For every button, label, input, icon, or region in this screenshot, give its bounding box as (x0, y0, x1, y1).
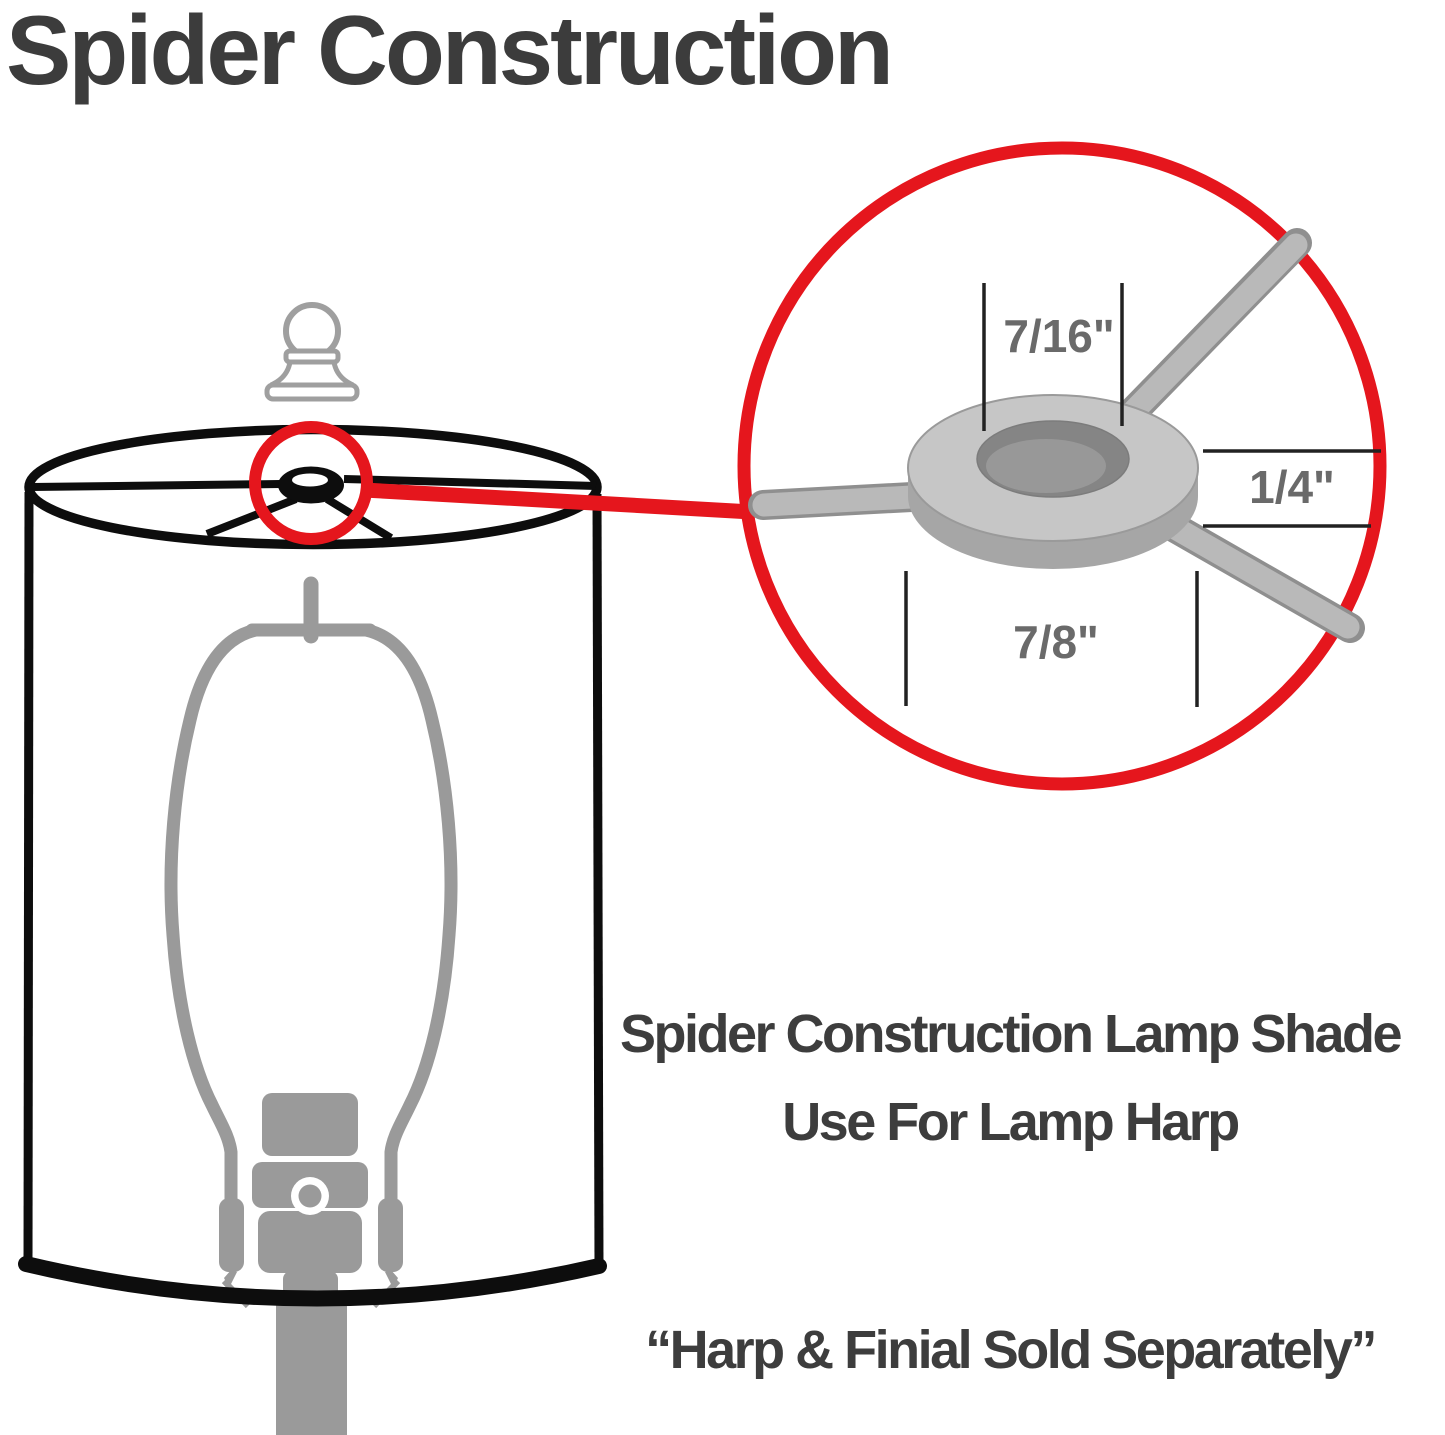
finial-base (264, 382, 360, 402)
shade-wall-left (23, 491, 34, 1269)
harp-clamp-right (378, 1198, 403, 1272)
shade-bottom-rim (18, 1256, 607, 1307)
spider-hub-hole (292, 473, 328, 487)
spider-arm-left (31, 480, 281, 491)
lamp-shade-figure (18, 302, 753, 1435)
lamp-pipe (276, 1300, 347, 1435)
finial-icon (264, 302, 360, 402)
spider-arm-right (343, 475, 597, 490)
spider-washer (907, 394, 1199, 569)
washer-arm-upper-right (1113, 233, 1308, 432)
caption-note: “Harp & Finial Sold Separately” (645, 1320, 1377, 1380)
finial-skirt (269, 359, 355, 388)
dimension-lines (904, 283, 1381, 707)
socket-body (258, 1211, 362, 1273)
harp-arm-right (359, 623, 458, 1212)
lamp-socket (252, 1093, 368, 1435)
shade-wall-right (592, 493, 604, 1271)
callout-highlight-circle (249, 421, 373, 545)
washer-arm-left (752, 484, 942, 517)
spider-arm-lower-left (205, 495, 298, 538)
harp-clamp-left (219, 1198, 244, 1272)
harp (164, 576, 458, 1212)
caption-line-1: Spider Construction Lamp Shade (619, 1004, 1403, 1064)
caption-block: Spider Construction Lamp Shade Use For L… (575, 990, 1445, 1394)
magnifier-detail: 7/16" 1/4" 7/8" (737, 141, 1387, 791)
caption-line-2: Use For Lamp Harp (782, 1092, 1240, 1152)
dim-label-ring-thickness: 1/4" (1249, 461, 1335, 513)
page-title: Spider Construction (6, 0, 894, 105)
spider-fitter (31, 466, 597, 542)
socket-cap (262, 1093, 358, 1156)
switch-knob (298, 1184, 322, 1208)
callout-connector-line (363, 482, 753, 520)
washer-hole-inner-wall (986, 439, 1106, 493)
dim-label-hole-diameter: 7/16" (1003, 310, 1114, 362)
dim-label-outer-diameter: 7/8" (1013, 616, 1099, 668)
harp-arm-left (164, 623, 263, 1212)
washer-arms (748, 228, 1365, 643)
